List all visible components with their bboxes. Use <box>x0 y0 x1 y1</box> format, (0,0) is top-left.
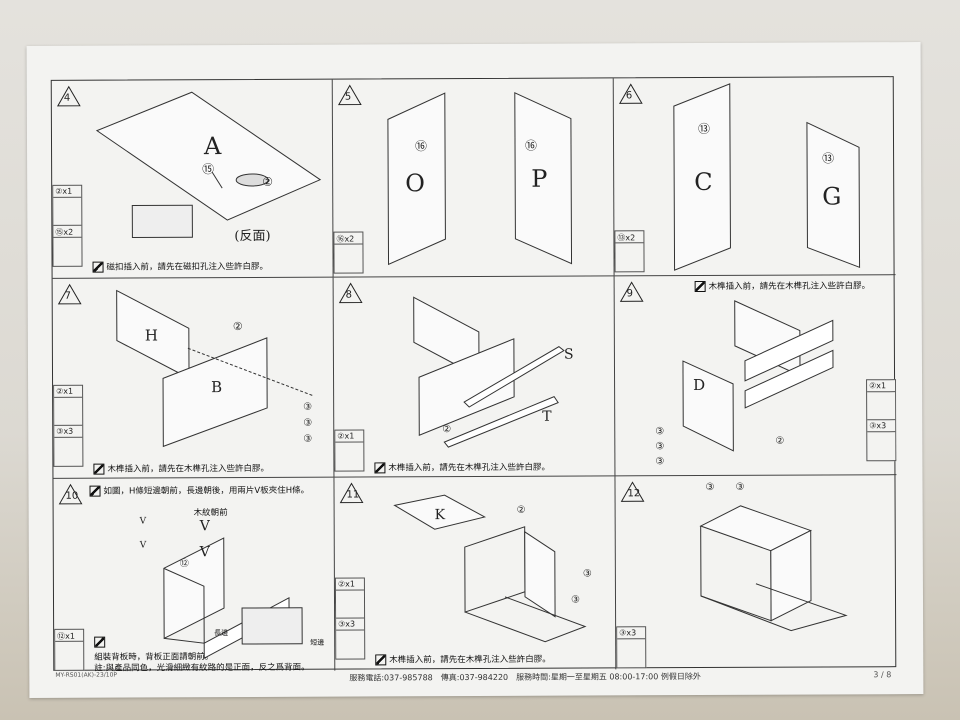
dowel-icon <box>867 392 896 421</box>
dowel-icon <box>53 197 82 226</box>
step-number-badge: 5 <box>337 83 363 106</box>
hinge-icon <box>615 243 643 271</box>
cabinet-assembly-diagram <box>163 537 303 660</box>
dowel-icon <box>54 397 83 426</box>
step-number-badge: 12 <box>619 480 645 502</box>
parts-list: ②x1 <box>334 429 365 472</box>
pen-icon <box>92 261 104 273</box>
screw-icon <box>867 432 895 460</box>
step-8: 8 S T ② ②x1 木榫插入前，請先在木榫孔注入些許白膠。 <box>333 276 616 478</box>
final-cabinet-diagram <box>699 505 848 632</box>
step-number-badge: 9 <box>619 280 645 302</box>
page-number: 3 / 8 <box>873 670 892 680</box>
step-number-badge: 4 <box>56 85 82 107</box>
panel-d-diagram <box>682 300 834 452</box>
model-code: MY-RS01(AK)-23/10P <box>55 671 118 679</box>
magnet-catch-icon <box>53 238 81 266</box>
pen-icon <box>93 463 105 475</box>
parts-list: ⑯x2 <box>333 231 364 274</box>
screw-icon <box>617 639 645 667</box>
backboard-note <box>94 636 108 648</box>
step-number-badge: 11 <box>338 481 364 504</box>
step-number-badge: 8 <box>338 281 364 304</box>
step-12: 12 ③ ③ ③x3 <box>615 475 897 669</box>
glue-note: 木榫插入前，請先在木榫孔注入些許白膠。 <box>375 653 551 666</box>
pen-icon <box>374 462 386 474</box>
dowel-icon <box>335 590 365 619</box>
parts-list: ③x3 <box>616 626 647 669</box>
back-panel-icon <box>55 642 83 670</box>
dowel-icon <box>335 442 363 470</box>
service-info: 服務電話:037-985788 傳真:037-984220 服務時間:星期一至星… <box>349 672 701 683</box>
rails-st-diagram <box>413 296 565 448</box>
step-number-badge: 6 <box>618 82 644 104</box>
pen-icon <box>375 654 387 666</box>
step-10: 10 如圖，H條短邊朝前，長邊朝後，用兩片V板夾住H條。 V V V V ⑫ 木… <box>53 477 336 672</box>
panel-a-diagram <box>95 91 322 238</box>
step-number-badge: 7 <box>57 283 83 305</box>
screw-icon <box>54 438 82 466</box>
panel-k-diagram <box>393 494 587 643</box>
glue-note: 木榫插入前，請先在木榫孔注入些許白膠。 <box>374 461 550 474</box>
screw-icon <box>336 630 364 658</box>
knob-screw-icon <box>334 244 362 272</box>
panels-cg-diagram <box>673 83 861 271</box>
parts-list: ⑬x2 <box>614 230 645 273</box>
pen-icon <box>94 636 106 648</box>
panels-hb-diagram <box>116 289 314 448</box>
step-6: 6 C G ⑬ ⑬ ⑬x2 <box>613 77 896 277</box>
parts-list: ⑫x1 <box>54 628 85 671</box>
step-5: 5 O P ⑯ ⑯ ⑯x2 <box>332 78 615 278</box>
glue-note: 木榫插入前，請先在木榫孔注入些許白膠。 <box>93 462 269 475</box>
panels-op-diagram <box>387 92 573 266</box>
glue-note: 磁扣插入前，請先在磁扣孔注入些許白膠。 <box>92 260 268 273</box>
step-number-badge: 10 <box>57 483 83 505</box>
